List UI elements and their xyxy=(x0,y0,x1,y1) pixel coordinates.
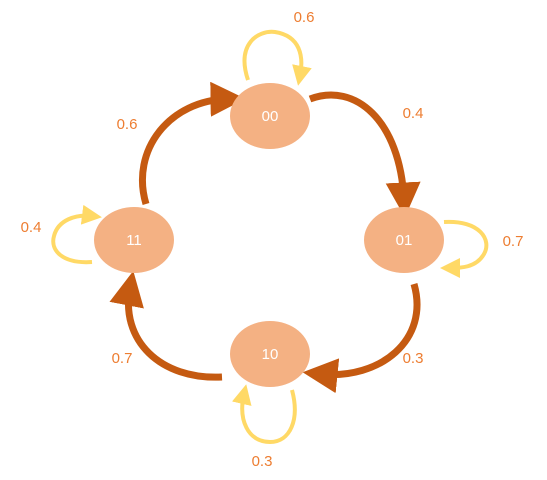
label-00-to-01: 0.4 xyxy=(403,105,424,122)
label-11-to-00: 0.6 xyxy=(117,116,138,133)
label-01-to-01: 0.7 xyxy=(503,233,524,250)
state-label-11: 11 xyxy=(126,232,142,249)
arrow-11-to-00 xyxy=(138,81,246,205)
state-node-11: 11 xyxy=(94,207,174,273)
arrow-10-to-11 xyxy=(109,270,223,381)
label-01-to-10: 0.3 xyxy=(403,350,424,367)
self-loop-01 xyxy=(440,219,489,278)
self-loop-10 xyxy=(232,384,297,445)
label-10-to-11: 0.7 xyxy=(112,350,133,367)
state-label-01: 01 xyxy=(396,232,413,249)
self-loop-11 xyxy=(51,204,102,265)
state-label-10: 10 xyxy=(262,346,279,363)
state-node-10: 10 xyxy=(230,321,310,387)
state-label-00: 00 xyxy=(262,108,279,125)
state-node-00: 00 xyxy=(230,83,310,149)
state-node-01: 01 xyxy=(364,207,444,273)
label-11-to-11: 0.4 xyxy=(21,219,42,236)
arrow-00-to-01 xyxy=(308,91,421,218)
label-10-to-10: 0.3 xyxy=(252,453,273,470)
self-loop-00 xyxy=(242,29,312,86)
arrow-01-to-10 xyxy=(302,283,421,394)
label-00-to-00: 0.6 xyxy=(294,9,315,26)
